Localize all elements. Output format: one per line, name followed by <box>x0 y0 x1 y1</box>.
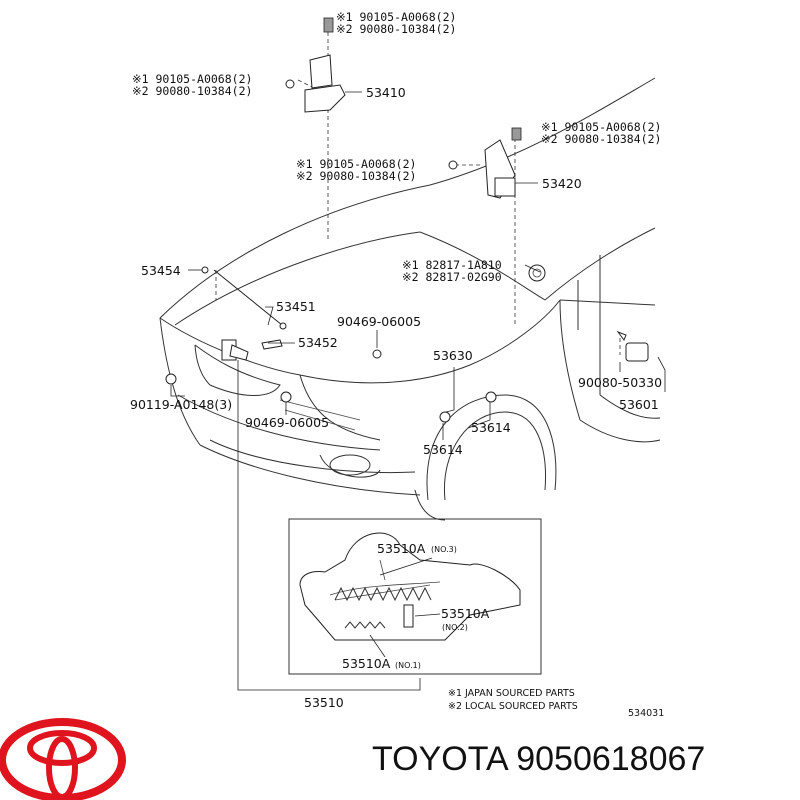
brand-part-number: TOYOTA 9050618067 <box>372 740 706 778</box>
note-local: ※2 LOCAL SOURCED PARTS <box>448 701 578 712</box>
label-53454: 53454 <box>141 263 181 278</box>
label-53420: 53420 <box>542 176 582 191</box>
label-53452: 53452 <box>298 335 338 350</box>
notes: ※1 JAPAN SOURCED PARTS ※2 LOCAL SOURCED … <box>448 688 664 719</box>
label-53510a-no2: 53510A <box>441 606 490 621</box>
label-right-bolt-1: ※1 90105-A0068(2) <box>541 120 661 134</box>
logo-vertical-ring <box>46 736 78 800</box>
label-mid-bolt-1: ※1 90105-A0068(2) <box>296 157 416 171</box>
label-no3: (NO.3) <box>431 545 457 554</box>
hood-cushion <box>528 264 546 282</box>
lock-detail-box <box>288 518 542 675</box>
label-clip-a: 90469-06005 <box>337 314 421 329</box>
hinge-right <box>448 127 522 199</box>
label-cushion-1: ※1 82817-1A810 <box>402 258 502 272</box>
lock-assembly <box>165 339 497 423</box>
label-clip-b: 90469-06005 <box>245 415 329 430</box>
label-no1: (NO.1) <box>395 661 421 670</box>
label-53601: 53601 <box>619 397 659 412</box>
toyota-logo <box>0 718 126 800</box>
spring-large <box>334 586 432 602</box>
label-53410: 53410 <box>366 85 406 100</box>
label-53510a-no3: 53510A <box>377 541 426 556</box>
label-left-bolt-2: ※2 90080-10384(2) <box>132 84 252 98</box>
label-53614-a: 53614 <box>471 420 511 435</box>
lock-right <box>616 330 649 362</box>
support-rod <box>201 266 287 350</box>
label-53614-b: 53614 <box>423 442 463 457</box>
label-53451: 53451 <box>276 299 316 314</box>
label-cushion-2: ※2 82817-02G90 <box>402 270 502 284</box>
label-top-bolt-2: ※2 90080-10384(2) <box>336 22 456 36</box>
label-53510a-no1: 53510A <box>342 656 391 671</box>
label-screw: 90119-A0148(3) <box>130 397 232 412</box>
car-body-outline <box>159 77 661 521</box>
note-japan: ※1 JAPAN SOURCED PARTS <box>448 688 575 699</box>
label-top-bolt-1: ※1 90105-A0068(2) <box>336 10 456 24</box>
hinge-left <box>285 17 346 113</box>
label-no2: (NO.2) <box>442 623 468 632</box>
reference-lines <box>215 32 621 355</box>
logo-horizontal-ring <box>27 730 97 766</box>
spring-small <box>344 621 386 629</box>
label-right-bolt-2: ※2 90080-10384(2) <box>541 132 661 146</box>
label-53630: 53630 <box>433 348 473 363</box>
label-mid-bolt-2: ※2 90080-10384(2) <box>296 169 416 183</box>
leader-lines <box>170 91 666 691</box>
label-bolt-r: 90080-50330 <box>578 375 662 390</box>
callout-labels: ※1 90105-A0068(2) ※2 90080-10384(2) ※1 9… <box>130 10 662 710</box>
label-53510: 53510 <box>304 695 344 710</box>
figure-code: 534031 <box>628 708 664 719</box>
label-left-bolt-1: ※1 90105-A0068(2) <box>132 72 252 86</box>
